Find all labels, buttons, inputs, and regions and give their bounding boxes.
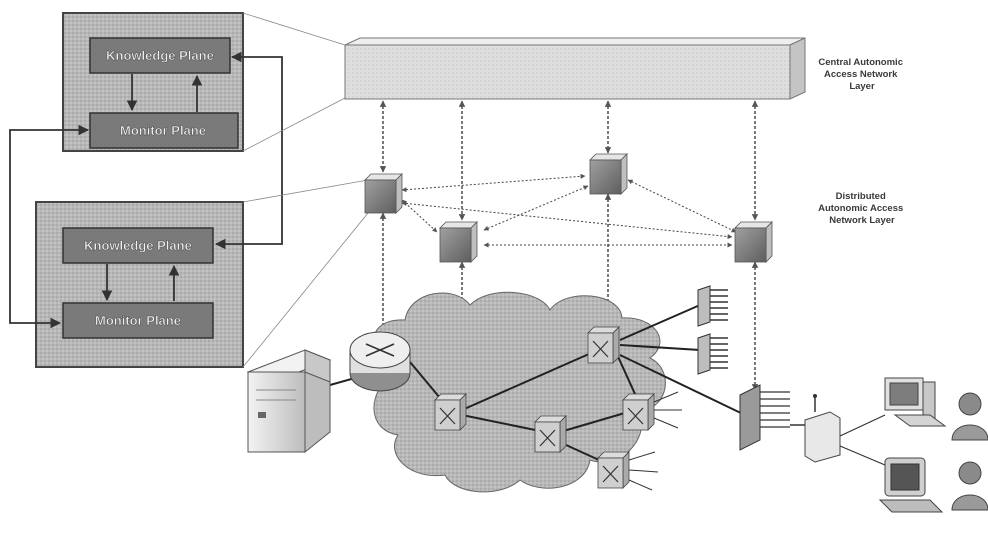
switch-icon xyxy=(535,416,566,452)
distributed-layer-label: Distributed Autonomic Access Network Lay… xyxy=(818,191,906,226)
desktop-computer-icon xyxy=(880,458,942,512)
knowledge-plane-label: Knowledge Plane xyxy=(106,48,214,63)
central-layer-label: Central Autonomic Access Network Layer xyxy=(818,57,905,92)
switch-icon xyxy=(435,394,466,430)
monitor-plane-label: Monitor Plane xyxy=(95,313,181,328)
central-layer-bar xyxy=(345,38,805,99)
control-box-top: Knowledge Plane Monitor Plane xyxy=(63,13,243,151)
switch-icon xyxy=(598,452,658,490)
knowledge-plane-label: Knowledge Plane xyxy=(84,238,192,253)
distributed-node-2 xyxy=(590,154,627,194)
server-icon xyxy=(248,350,330,452)
distributed-node-3 xyxy=(440,222,477,262)
desktop-computer-icon xyxy=(885,378,945,426)
user-icon xyxy=(952,462,988,510)
wireless-access-point-icon xyxy=(790,394,885,465)
access-terminal-icon xyxy=(698,334,728,374)
control-box-bottom: Knowledge Plane Monitor Plane xyxy=(36,202,243,367)
distributed-node-1 xyxy=(365,174,402,213)
switch-icon xyxy=(588,327,619,363)
monitor-plane-label: Monitor Plane xyxy=(120,123,206,138)
distributed-node-4 xyxy=(735,222,772,262)
user-icon xyxy=(952,393,988,440)
access-panel-icon xyxy=(740,385,790,450)
access-terminal-icon xyxy=(698,286,728,326)
router-icon xyxy=(350,332,410,391)
switch-icon xyxy=(623,392,682,430)
